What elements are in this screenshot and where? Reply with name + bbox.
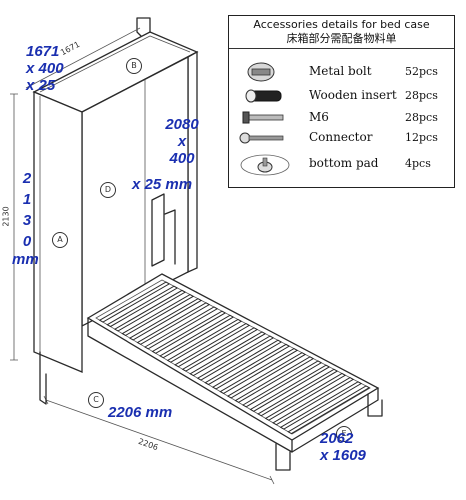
bed-slat: [196, 335, 275, 381]
bed-slat: [272, 377, 355, 426]
accessory-name: Wooden insert: [309, 88, 397, 102]
bed-slat: [257, 368, 339, 417]
bed-slat: [98, 281, 171, 323]
left-dim-label: 2130: [1, 206, 11, 227]
bed-slat: [113, 289, 187, 332]
part-d-marker: D: [100, 182, 116, 198]
bed-slat: [279, 381, 363, 430]
accessory-row: M6 28pcs: [229, 106, 454, 130]
side-panel-dimension-tail: x 25 mm: [132, 176, 193, 193]
hinge-bracket: [151, 193, 165, 267]
bed-slat: [166, 318, 243, 363]
accessories-header: Accessories details for bed case 床箱部分需配备…: [229, 16, 454, 49]
connector-icon: [239, 132, 284, 144]
bed-slat: [143, 306, 219, 350]
metal-bolt-icon: [247, 62, 275, 82]
bottom-pad-icon: [240, 154, 290, 176]
bed-slat: [136, 302, 211, 345]
accessory-row: Metal bolt 52pcs: [229, 60, 454, 84]
bed-front-rail: [87, 317, 293, 453]
bed-slat: [189, 331, 267, 377]
accessories-title: Accessories details for bed case: [253, 18, 430, 31]
bed-frame-dimension: 2062 x 1609: [320, 430, 366, 464]
bed-slat: [151, 310, 227, 354]
wooden-insert-icon: [245, 89, 282, 103]
bed-slat: [174, 323, 251, 368]
bed-leg-left: [275, 443, 291, 471]
bed-foot-rail: [291, 387, 379, 453]
bed-slat: [234, 356, 315, 403]
accessory-name: Connector: [309, 130, 373, 144]
accessory-qty: 52pcs: [405, 65, 438, 78]
bed-slats: [98, 281, 371, 435]
accessory-name: Metal bolt: [309, 64, 372, 78]
height-dimension-unit: mm: [12, 251, 39, 268]
accessory-qty: 12pcs: [405, 131, 438, 144]
bed-slat: [226, 352, 307, 399]
accessory-name: bottom pad: [309, 156, 379, 170]
bed-slat: [106, 285, 179, 328]
accessory-row: Wooden insert 28pcs: [229, 84, 454, 108]
top-panel-dimension: 1671 x 400 x 25: [26, 43, 64, 94]
accessories-title-cn: 床箱部分需配备物料单: [286, 32, 397, 45]
accessory-row: Connector 12pcs: [229, 126, 454, 150]
height-dimension: 2 1 3 0: [22, 170, 32, 250]
bed-slat: [287, 385, 371, 435]
bed-slat: [211, 343, 291, 390]
bed-slat: [249, 364, 331, 412]
bed-slat: [204, 339, 283, 386]
bed-slat: [181, 327, 259, 372]
accessories-table: Accessories details for bed case 床箱部分需配备…: [228, 15, 455, 188]
bed-slat: [128, 298, 203, 341]
bed-slat: [159, 314, 235, 359]
accessory-qty: 4pcs: [405, 157, 431, 170]
m6-screw-icon: [242, 111, 284, 124]
accessory-qty: 28pcs: [405, 111, 438, 124]
part-c-marker: C: [88, 392, 104, 408]
part-b-marker: B: [126, 58, 142, 74]
bed-slat: [264, 372, 347, 421]
part-a-marker: A: [52, 232, 68, 248]
accessory-qty: 28pcs: [405, 89, 438, 102]
side-panel-dimension: 2080 x 400: [165, 116, 199, 167]
part-e-marker: E: [336, 426, 352, 442]
bed-slat: [121, 293, 195, 336]
bed-leg-right: [367, 393, 383, 417]
width-dimension: 2206 mm: [108, 404, 173, 421]
bed-slat: [219, 347, 299, 394]
accessory-row: bottom pad 4pcs: [229, 152, 454, 176]
accessory-name: M6: [309, 110, 329, 124]
bed-slat: [241, 360, 323, 408]
